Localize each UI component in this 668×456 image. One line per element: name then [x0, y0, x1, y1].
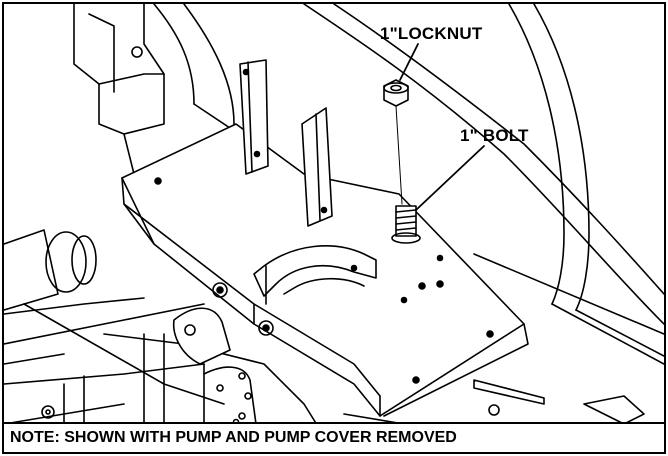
locknut-callout: 1"LOCKNUT	[380, 24, 483, 43]
bolt	[391, 205, 421, 244]
upper-bracket	[73, 4, 240, 180]
bolt-callout: 1" BOLT	[460, 126, 529, 145]
frame-rail	[303, 4, 664, 365]
locknut	[383, 79, 409, 107]
plate-bolts	[212, 282, 274, 336]
locknut-leader	[399, 43, 419, 81]
roller-cylinder	[4, 229, 205, 365]
bolt-leader	[415, 145, 485, 211]
alignment-line	[395, 105, 403, 205]
upright-left	[239, 59, 269, 175]
note-bar: NOTE: SHOWN WITH PUMP AND PUMP COVER REM…	[4, 422, 664, 452]
upright-right	[301, 107, 333, 227]
saddle-clamp	[253, 245, 377, 305]
note-text: NOTE: SHOWN WITH PUMP AND PUMP COVER REM…	[10, 429, 457, 446]
mounting-plate	[121, 123, 529, 417]
assembly-drawing	[4, 4, 664, 452]
